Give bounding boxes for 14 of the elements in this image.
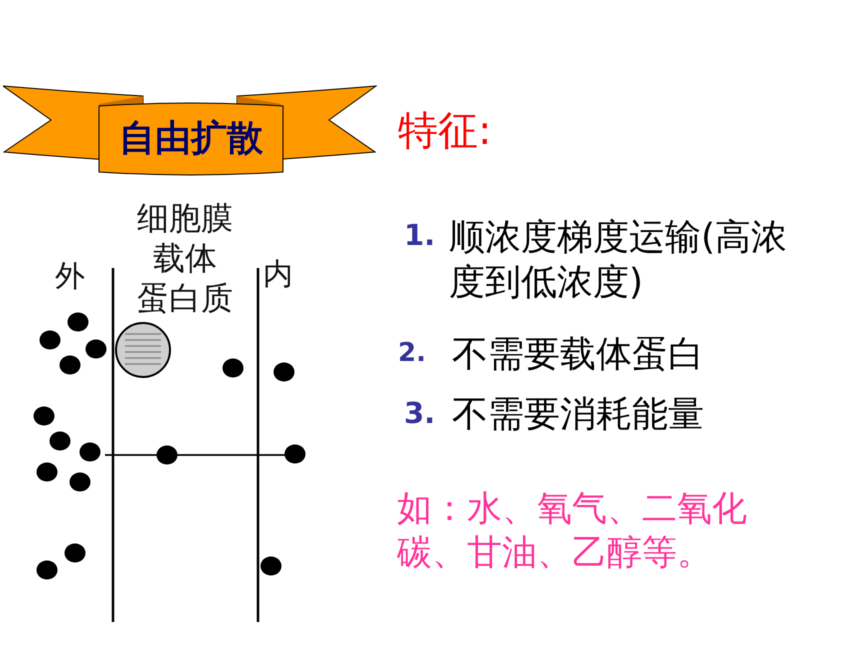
list-number: 1. bbox=[404, 219, 436, 252]
protein-label: 蛋白质 bbox=[136, 280, 234, 317]
membrane-label: 细胞膜 bbox=[136, 200, 234, 237]
list-item: 不需要消耗能量 bbox=[452, 394, 704, 436]
side-label: 内 bbox=[263, 258, 293, 292]
list-number: 2. bbox=[398, 339, 426, 369]
example-text: 如：水、氧气、二氧化碳、甘油、乙醇等。 bbox=[397, 488, 748, 575]
side-label: 外 bbox=[55, 260, 85, 294]
list-number: 3. bbox=[404, 397, 436, 430]
list-item: 不需要载体蛋白 bbox=[452, 334, 704, 376]
banner-title: 自由扩散 bbox=[118, 117, 264, 161]
heading: 特征: bbox=[398, 108, 492, 154]
carrier-label: 载体 bbox=[152, 240, 218, 277]
list-item: 顺浓度梯度运输(高浓度到低浓度) bbox=[449, 216, 788, 305]
